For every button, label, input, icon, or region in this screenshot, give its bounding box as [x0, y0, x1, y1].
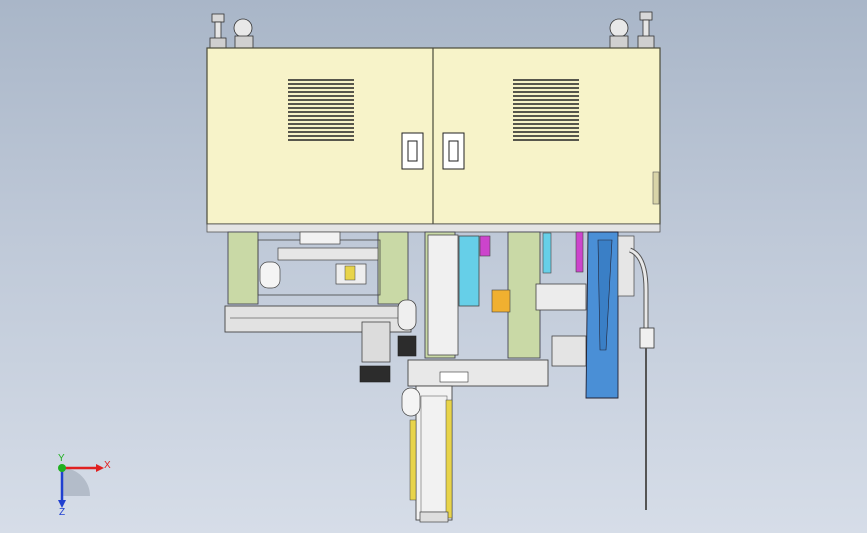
support-column	[377, 231, 409, 305]
caster-left-icon	[209, 13, 254, 49]
vertical-z-axis-module[interactable]	[401, 385, 453, 523]
support-column	[227, 231, 259, 305]
support-column	[507, 231, 541, 359]
electrical-cabinet[interactable]	[206, 47, 661, 233]
door-handle-right-icon[interactable]	[442, 132, 465, 170]
blue-side-bracket[interactable]	[585, 231, 635, 399]
x-axis-label: X	[104, 460, 111, 471]
central-pick-unit[interactable]	[359, 231, 587, 387]
vent-grille-right-icon	[513, 79, 579, 141]
z-axis-label: Z	[59, 507, 65, 518]
caster-right-icon	[609, 11, 655, 49]
door-handle-left-icon[interactable]	[401, 132, 424, 170]
vent-grille-left-icon	[288, 79, 354, 141]
y-axis-label: Y	[58, 453, 65, 464]
cable-hose-icon	[628, 247, 655, 510]
coordinate-triad: X Y Z	[58, 453, 111, 518]
